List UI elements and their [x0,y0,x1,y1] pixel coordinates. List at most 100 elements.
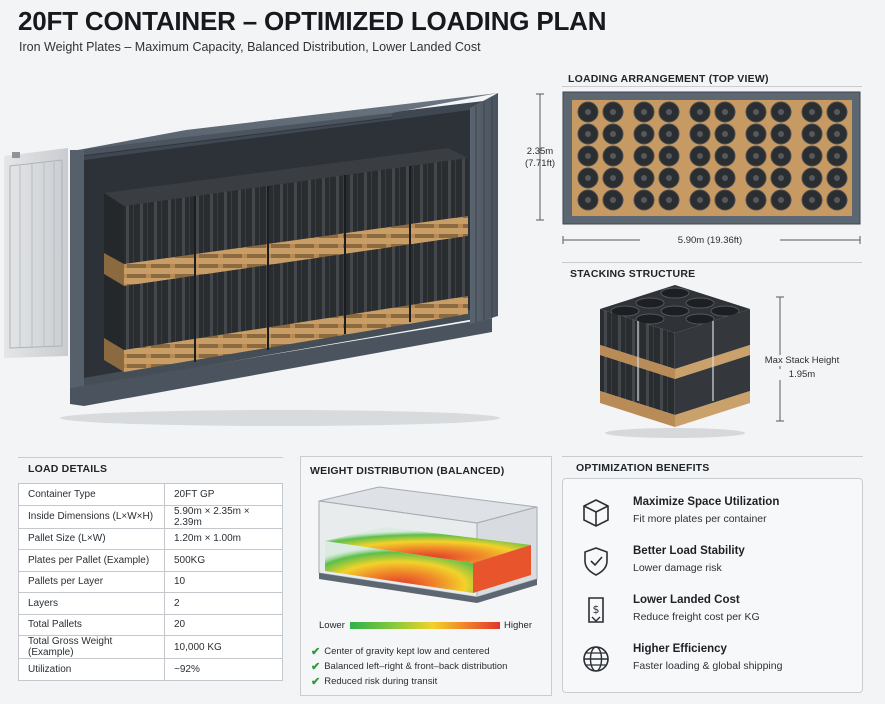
row-label: Layers [18,592,165,615]
row-label: Plates per Pallet (Example) [18,549,165,572]
dollar-down-icon: $ [588,597,604,623]
plate-hole [834,109,840,115]
table-row: Inside Dimensions (L×W×H)5.90m × 2.35m ×… [18,504,283,529]
legend-high-label: Higher [504,620,532,631]
plate-hole [666,153,672,159]
stacking-structure-panel: STACKING STRUCTURE [562,262,862,442]
plate-hole [666,197,672,203]
plate-hole [585,131,591,137]
plate-hole [809,131,815,137]
plate-hole [697,109,703,115]
checklist-item: ✔Center of gravity kept low and centered [311,646,490,658]
row-label: Pallet Size (L×W) [18,527,165,550]
container-illustration [0,88,505,433]
plate-hole [722,109,728,115]
table-row: Total Gross Weight (Example)10,000 KG [18,635,283,659]
plate-hole [834,197,840,203]
checkmark-icon: ✔ [311,676,321,688]
loading-arrangement-title: LOADING ARRANGEMENT (TOP VIEW) [568,73,769,85]
plate-hole [778,175,784,181]
top-view-diagram [520,88,865,258]
benefit-item: Higher Efficiency Faster loading & globa… [563,636,863,682]
row-value: 20 [164,613,283,636]
plate-hole [753,153,759,159]
benefit-desc: Reduce freight cost per KG [633,611,760,623]
row-value: 10 [164,570,283,593]
plate-hole [641,153,647,159]
plate-hole [585,197,591,203]
svg-text:$: $ [593,603,600,616]
checkmark-icon: ✔ [311,661,321,673]
plate-hole [753,197,759,203]
row-value: 5.90m × 2.35m × 2.39m [164,504,283,529]
section-divider [562,86,862,87]
stack-height-label: Max Stack Height [752,355,852,366]
plate-hole [697,197,703,203]
stack-illustration [600,285,750,438]
row-label: Utilization [18,658,165,681]
row-label: Total Gross Weight (Example) [18,635,165,659]
page-title: 20FT CONTAINER – OPTIMIZED LOADING PLAN [18,6,607,36]
plate-hole [666,175,672,181]
benefit-item: $ Lower Landed Cost Reduce freight cost … [563,587,863,633]
plate-hole [834,153,840,159]
plate-hole [753,175,759,181]
row-label: Inside Dimensions (L×W×H) [18,504,165,529]
plate-hole [722,131,728,137]
width-dimension-ft-label: (7.71ft) [524,158,556,169]
table-row: Pallet Size (L×W)1.20m × 1.00m [18,527,283,550]
table-row: Plates per Pallet (Example)500KG [18,549,283,572]
plate-hole [641,131,647,137]
benefit-item: Better Load Stability Lower damage risk [563,538,863,584]
plate-hole [778,131,784,137]
benefit-desc: Fit more plates per container [633,513,767,525]
plate-hole [610,153,616,159]
plate-hole [778,153,784,159]
row-value: 10,000 KG [164,635,283,659]
box-icon [583,499,609,527]
length-dimension-label: 5.90m (19.36ft) [640,235,780,246]
page-subtitle: Iron Weight Plates – Maximum Capacity, B… [19,40,481,54]
plate-hole [753,131,759,137]
checklist-item: ✔Balanced left–right & front–back distri… [311,661,508,673]
plate-hole [722,175,728,181]
benefit-title: Lower Landed Cost [633,594,740,606]
benefit-title: Higher Efficiency [633,643,727,655]
weight-checklist: ✔Center of gravity kept low and centered… [311,644,507,689]
plate-hole [722,153,728,159]
plate-hole [809,109,815,115]
row-label: Container Type [18,483,165,506]
checkmark-icon: ✔ [311,646,321,658]
plate-hole [809,197,815,203]
plate-hole [834,131,840,137]
weight-legend-gradient-bar [350,622,500,629]
benefit-title: Maximize Space Utilization [633,496,780,508]
row-value: 500KG [164,549,283,572]
optimization-benefits-title: OPTIMIZATION BENEFITS [576,462,710,474]
benefit-item: Maximize Space Utilization Fit more plat… [563,489,863,535]
shield-check-icon [584,547,608,576]
plate-hole [610,197,616,203]
section-divider [562,456,863,457]
row-value: ~92% [164,658,283,681]
weight-distribution-title: WEIGHT DISTRIBUTION (BALANCED) [310,465,505,477]
row-value: 20FT GP [164,483,283,506]
plate-hole [641,109,647,115]
plate-hole [610,131,616,137]
table-row: Utilization~92% [18,658,283,681]
row-value: 1.20m × 1.00m [164,527,283,550]
plate-hole [666,131,672,137]
plate-hole [809,175,815,181]
row-label: Pallets per Layer [18,570,165,593]
plate-hole [610,175,616,181]
plate-hole [610,109,616,115]
plate-hole [585,175,591,181]
benefit-desc: Faster loading & global shipping [633,660,783,672]
benefit-desc: Lower damage risk [633,562,722,574]
plate-hole [697,175,703,181]
weight-heatmap-illustration [318,486,538,603]
benefit-title: Better Load Stability [633,545,745,557]
